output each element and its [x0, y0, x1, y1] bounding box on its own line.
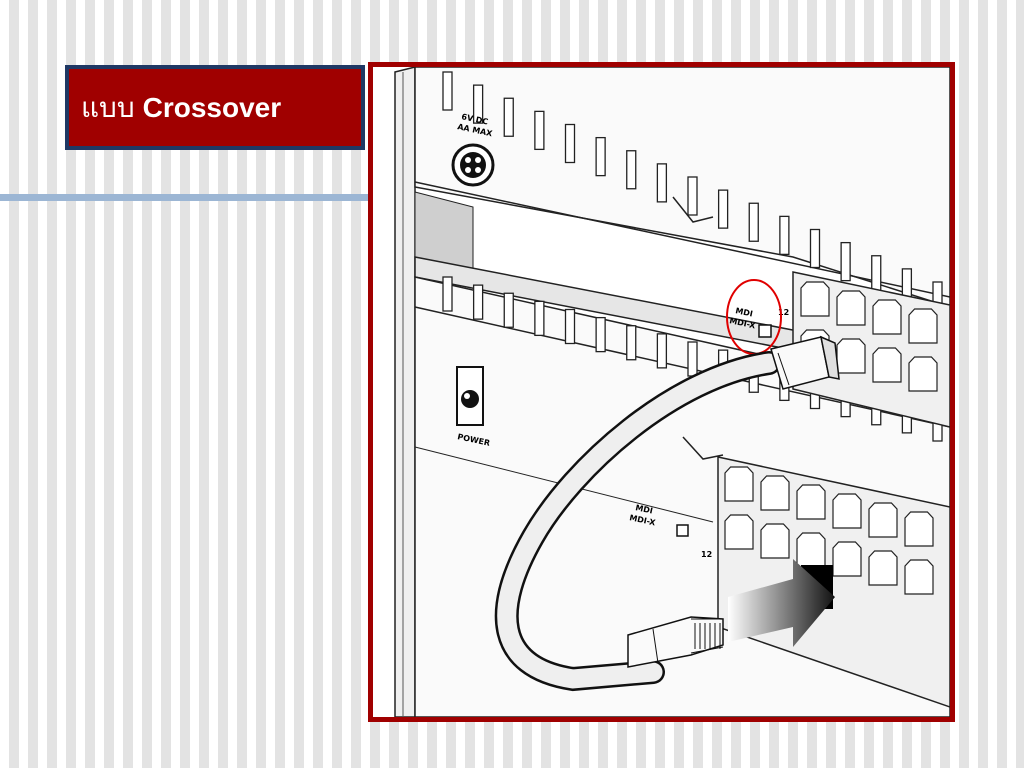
- rj45-port: [872, 347, 902, 383]
- rj45-port: [760, 523, 790, 559]
- rj45-port: [872, 299, 902, 335]
- upper-ports: [800, 281, 938, 392]
- lower-port-label: 12: [701, 550, 712, 559]
- rj45-port: [836, 338, 866, 374]
- rib: [442, 276, 453, 312]
- lower-rj45-plug: [627, 616, 724, 668]
- rj45-port: [760, 475, 790, 511]
- rj45-port: [904, 511, 934, 547]
- upper-cooling-ribs: [442, 71, 943, 321]
- rib: [840, 241, 851, 282]
- rib: [564, 308, 576, 345]
- rj45-port: [868, 502, 898, 538]
- rib: [779, 215, 790, 256]
- rib: [748, 202, 759, 242]
- rj45-port: [832, 541, 862, 577]
- dc-connector-icon: [451, 143, 495, 187]
- rib: [626, 325, 637, 361]
- rib: [809, 228, 821, 269]
- rj45-port: [724, 466, 754, 502]
- upper-port-label: 12: [778, 308, 789, 317]
- rib: [564, 123, 576, 164]
- rj45-port: [904, 559, 934, 595]
- upper-mdi-button: [758, 324, 772, 338]
- rib: [534, 300, 545, 337]
- left-frame: [394, 67, 416, 717]
- rj45-port: [908, 356, 938, 392]
- horizontal-rule: [0, 194, 372, 201]
- title-prefix: แบบ: [81, 90, 135, 124]
- power-switch-icon: [456, 366, 484, 426]
- rj45-port: [908, 308, 938, 344]
- rib: [871, 255, 882, 295]
- rib: [472, 284, 484, 320]
- rj45-port: [832, 493, 862, 529]
- rib: [472, 84, 484, 124]
- rj45-port: [796, 484, 826, 520]
- insert-arrow-icon: [728, 559, 835, 647]
- rib: [656, 163, 668, 203]
- network-cable: [497, 353, 779, 689]
- title-main: Crossover: [142, 91, 282, 123]
- rib: [626, 150, 637, 190]
- rj45-port: [796, 532, 826, 568]
- rib: [595, 316, 606, 353]
- rib: [503, 97, 514, 137]
- upper-mdi-label: MDI: [735, 306, 754, 318]
- rib: [687, 341, 698, 377]
- rib: [595, 136, 606, 177]
- rib: [656, 333, 668, 369]
- rj45-port: [800, 281, 830, 317]
- upper-unit: [414, 67, 950, 308]
- upper-rj45-plug: [770, 335, 840, 390]
- rj45-port: [724, 514, 754, 550]
- switch-drawing: 6V DC AA MAX POWER MDI MDI-X 12 MDI MDI-…: [394, 67, 950, 717]
- rib: [534, 110, 545, 151]
- crossover-illustration: 6V DC AA MAX POWER MDI MDI-X 12 MDI MDI-…: [368, 62, 955, 722]
- rj45-port: [836, 290, 866, 326]
- rib: [687, 176, 698, 216]
- rib: [442, 71, 453, 111]
- lower-mdi-label: MDI: [635, 503, 654, 515]
- rib: [717, 189, 729, 229]
- rj45-port: [868, 550, 898, 586]
- lower-mdi-button: [676, 524, 689, 537]
- rib: [503, 292, 514, 328]
